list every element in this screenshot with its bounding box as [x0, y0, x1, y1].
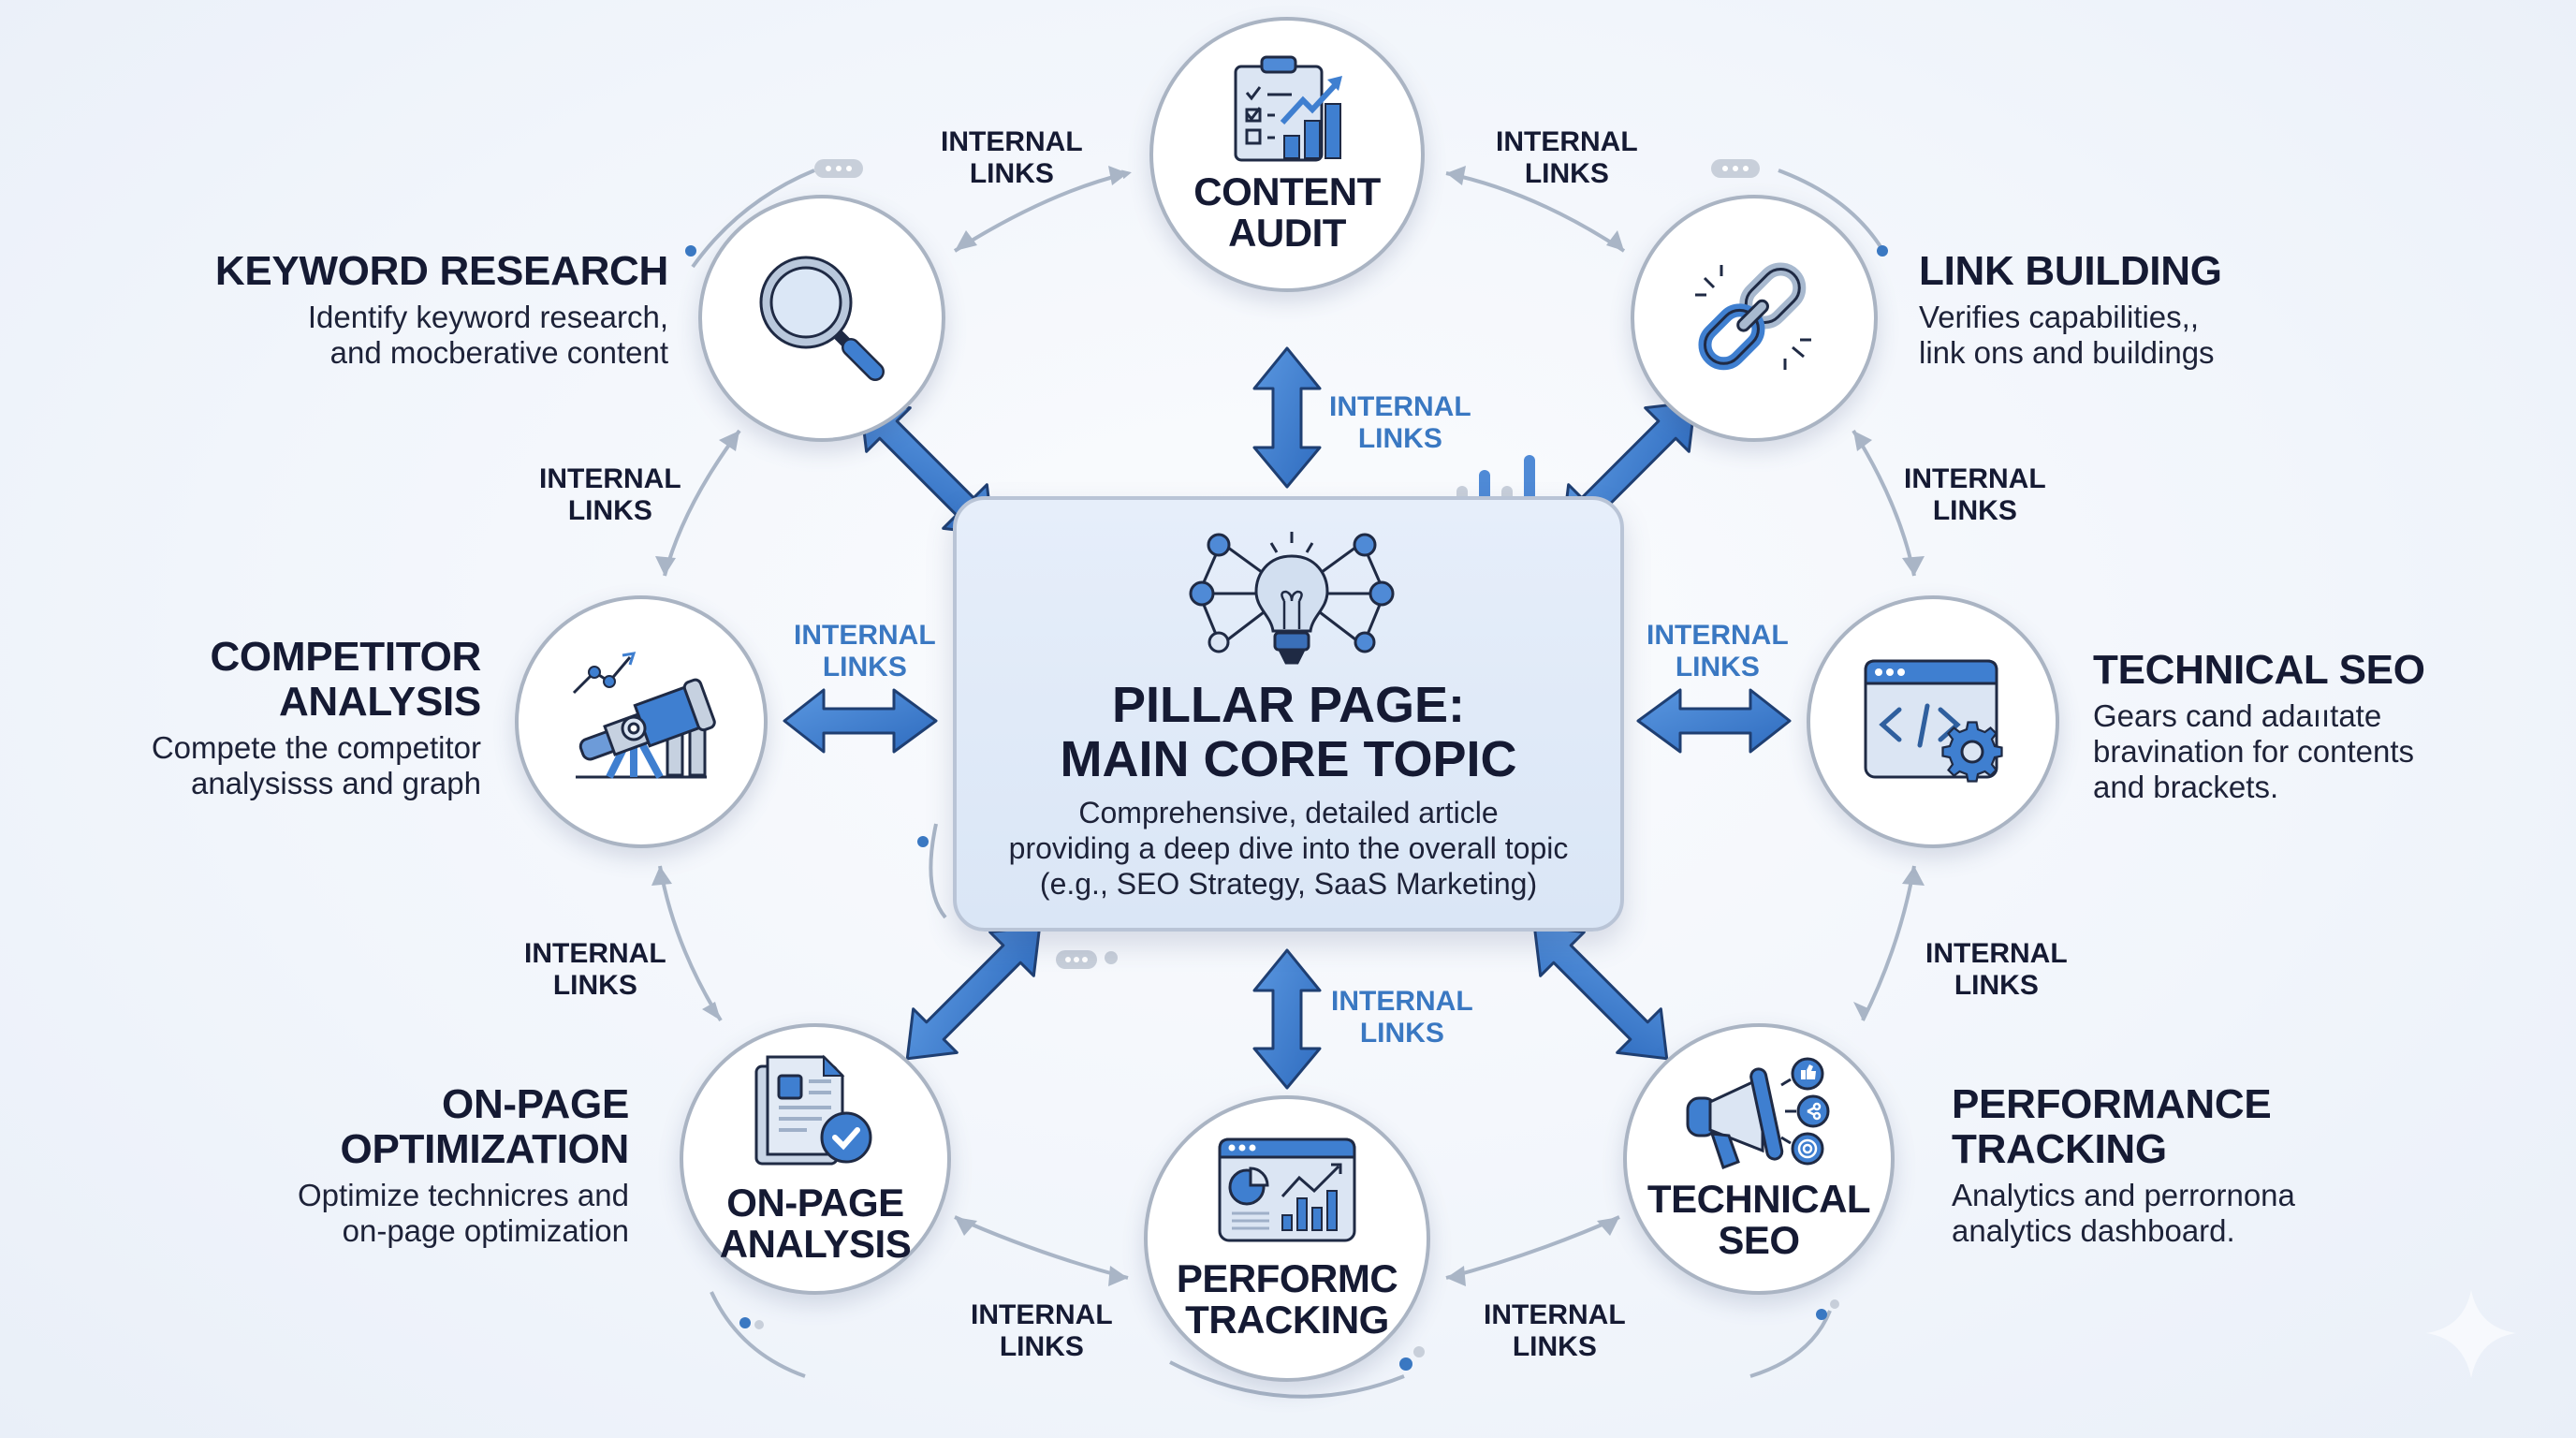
pill-indicator-top-right: [1711, 159, 1760, 178]
performance-tracking-label: PERFORMC TRACKING: [1176, 1256, 1398, 1342]
performance-title-line2: TRACKING: [1952, 1126, 2167, 1172]
ring-arrow-bottom-right: [1445, 1215, 1620, 1280]
keyword-desc-line1: Identify keyword research,: [307, 300, 668, 334]
link-building-text: LINK BUILDING Verifies capabilities,,lin…: [1919, 249, 2222, 371]
dot: [1413, 1346, 1425, 1357]
link-desc-line2: link ons and buildings: [1919, 335, 2215, 370]
pillar-page-card[interactable]: PILLAR PAGE: MAIN CORE TOPIC Comprehensi…: [953, 496, 1624, 932]
document-check-icon: [754, 1054, 872, 1166]
onpage-desc-line1: Optimize technicres and: [298, 1178, 629, 1212]
competitor-title-line2: ANALYSIS: [278, 679, 481, 725]
competitor-desc-line2: analysisss and graph: [190, 766, 481, 800]
ring-arrow-top-left: [953, 169, 1132, 253]
link-building-title: LINK BUILDING: [1919, 248, 2222, 294]
keyword-research-text: KEYWORD RESEARCH Identify keyword resear…: [215, 249, 668, 371]
pillar-title-line1: PILLAR PAGE:: [1112, 677, 1465, 733]
dot: [1877, 245, 1888, 257]
technical-seo-node[interactable]: [1807, 595, 2059, 848]
dot: [917, 836, 929, 847]
blue-arrow-right: [1636, 688, 1792, 754]
performance-tracking-node[interactable]: PERFORMC TRACKING: [1144, 1095, 1430, 1382]
magnifier-icon: [759, 256, 885, 381]
dot: [1816, 1309, 1827, 1320]
chain-link-icon: [1695, 262, 1811, 371]
performance-title-line1: PERFORMANCE: [1952, 1081, 2272, 1127]
ring-arrow-right-lower: [1861, 865, 1916, 1021]
dot: [685, 245, 696, 257]
keyword-research-title: KEYWORD RESEARCH: [214, 248, 668, 294]
pillar-title: PILLAR PAGE: MAIN CORE TOPIC: [957, 678, 1620, 786]
dashboard-icon: [1218, 1137, 1356, 1242]
onpage-desc-line2: on-page optimization: [342, 1213, 629, 1248]
dot: [739, 1317, 751, 1328]
ring-arrow-bottom-left: [954, 1215, 1129, 1280]
telescope-chart-icon: [572, 652, 716, 779]
performance-desc-line1: Analytics and perrornona: [1952, 1178, 2295, 1212]
keyword-desc-line2: and mocberative content: [329, 335, 668, 370]
technical-desc-line2: bravination for contents: [2093, 734, 2415, 769]
technical-desc-line3: and brackets.: [2093, 770, 2279, 804]
dot: [754, 1320, 764, 1329]
performance-desc-line2: analytics dashboard.: [1952, 1213, 2235, 1248]
onpage-title-line2: OPTIMIZATION: [340, 1126, 630, 1172]
competitor-desc-line1: Compete the competitor: [151, 730, 481, 765]
ring-arrow-top-right: [1445, 171, 1626, 253]
lightbulb-network-icon: [1189, 532, 1395, 665]
clipboard-chart-icon: [1234, 55, 1342, 162]
pillar-desc-line2: providing a deep dive into the overall t…: [1008, 831, 1569, 865]
competitor-analysis-node[interactable]: [515, 595, 768, 848]
pillar-desc-line3: (e.g., SEO Strategy, SaaS Marketing): [1039, 867, 1538, 901]
megaphone-icon: [1686, 1057, 1830, 1169]
code-window-gear-icon: [1864, 659, 2003, 783]
onpage-title-line1: ON-PAGE: [442, 1081, 629, 1127]
keyword-research-node[interactable]: [698, 195, 945, 442]
dot: [1105, 951, 1118, 964]
pillar-desc-line1: Comprehensive, detailed article: [1078, 796, 1499, 829]
content-audit-label: CONTENT AUDIT: [1193, 169, 1381, 255]
dot: [1830, 1299, 1839, 1309]
content-audit-node[interactable]: CONTENT AUDIT: [1149, 17, 1425, 292]
pillar-description: Comprehensive, detailed article providin…: [957, 795, 1620, 902]
on-page-analysis-label: ON-PAGE ANALYSIS: [719, 1181, 912, 1266]
technical-seo-bottom-node[interactable]: TECHNICAL SEO: [1623, 1023, 1895, 1295]
ring-arrow-left-lower: [658, 865, 723, 1022]
technical-desc-line1: Gears cand adaııtate: [2093, 698, 2382, 733]
technical-seo-bottom-label: TECHNICAL SEO: [1647, 1177, 1871, 1262]
technical-seo-title: TECHNICAL SEO: [2093, 647, 2425, 693]
pill-indicator-top-left: [814, 159, 863, 178]
link-building-node[interactable]: [1631, 195, 1878, 442]
blue-arrow-top: [1252, 346, 1322, 489]
pill-indicator-center: [1056, 950, 1097, 969]
dot: [1399, 1357, 1412, 1371]
blue-arrow-left: [783, 688, 938, 754]
sparkle-icon: [2426, 1290, 2516, 1378]
pillar-title-line2: MAIN CORE TOPIC: [1060, 731, 1517, 787]
blue-arrow-bottom: [1252, 948, 1322, 1090]
on-page-analysis-node[interactable]: ON-PAGE ANALYSIS: [680, 1023, 951, 1295]
link-desc-line1: Verifies capabilities,,: [1919, 300, 2199, 334]
competitor-title-line1: COMPETITOR: [210, 634, 481, 680]
